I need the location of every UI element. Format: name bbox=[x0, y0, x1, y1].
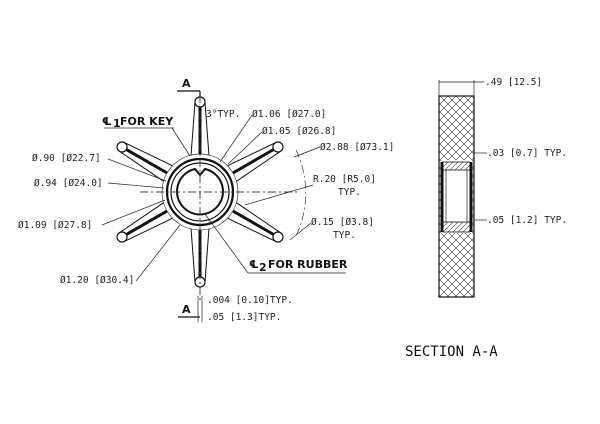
front-view-dimensions: 3°TYP. Ø1.06 [Ø27.0] Ø1.05 [Ø26.8] Ø2.88… bbox=[18, 109, 394, 323]
blade-rib bbox=[230, 145, 279, 176]
blade-tip bbox=[272, 141, 284, 153]
dimension-label: 3°TYP. bbox=[206, 109, 240, 120]
dimension-label: Ø.90 [Ø22.7] bbox=[32, 153, 101, 164]
blade-rib bbox=[121, 145, 170, 176]
dimension-label: FOR RUBBER bbox=[268, 258, 348, 271]
dimension-label: Ø1.20 [Ø30.4] bbox=[60, 275, 134, 286]
center-lines bbox=[140, 95, 306, 300]
centerline-key-label: ℄ 1 FOR KEY bbox=[102, 115, 191, 157]
dimension-label: Ø1.09 [Ø27.8] bbox=[18, 220, 92, 231]
dimension-label: R.20 [R5.0] bbox=[313, 174, 376, 185]
blade-rib bbox=[230, 208, 279, 239]
dimension-label: Ø2.88 [Ø73.1] bbox=[320, 142, 394, 153]
dimension-label: .05 [1.2] TYP. bbox=[487, 215, 567, 226]
centerline-rubber-label: ℄ 2 FOR RUBBER bbox=[204, 213, 348, 274]
blade-rib bbox=[121, 208, 170, 239]
section-marker-top: A bbox=[177, 77, 201, 97]
section-marker-bottom: A bbox=[178, 303, 200, 318]
dimension-label: TYP. bbox=[333, 230, 356, 241]
dimension-label: A bbox=[182, 303, 191, 316]
dimension-label: 2 bbox=[259, 261, 267, 274]
dimension-label: 1 bbox=[113, 117, 121, 130]
dimension-label: A bbox=[182, 77, 191, 90]
dimension-label: .004 [0.10]TYP. bbox=[207, 295, 293, 306]
dimension-label: ℄ bbox=[249, 258, 259, 271]
section-title: SECTION A-A bbox=[405, 344, 498, 360]
dimension-label: .05 [1.3]TYP. bbox=[207, 312, 281, 323]
dimension-label: FOR KEY bbox=[120, 115, 174, 128]
dimension-label: TYP. bbox=[338, 187, 361, 198]
dimension-label: Ø1.05 [Ø26.8] bbox=[262, 126, 336, 137]
dimension-label: .49 [12.5] bbox=[485, 77, 542, 88]
blade-tip bbox=[116, 141, 128, 153]
blade-tip bbox=[272, 231, 284, 243]
blade-tip bbox=[116, 231, 128, 243]
dimension-label: Ø.15 [Ø3.8] bbox=[311, 217, 374, 228]
dimension-label: ℄ bbox=[102, 115, 112, 128]
dimension-label: Ø.94 [Ø24.0] bbox=[34, 178, 103, 189]
dimension-label: .03 [0.7] TYP. bbox=[487, 148, 567, 159]
dimension-label: Ø1.06 [Ø27.0] bbox=[252, 109, 326, 120]
section-view: .49 [12.5] .03 [0.7] TYP. .05 [1.2] TYP.… bbox=[405, 77, 567, 360]
